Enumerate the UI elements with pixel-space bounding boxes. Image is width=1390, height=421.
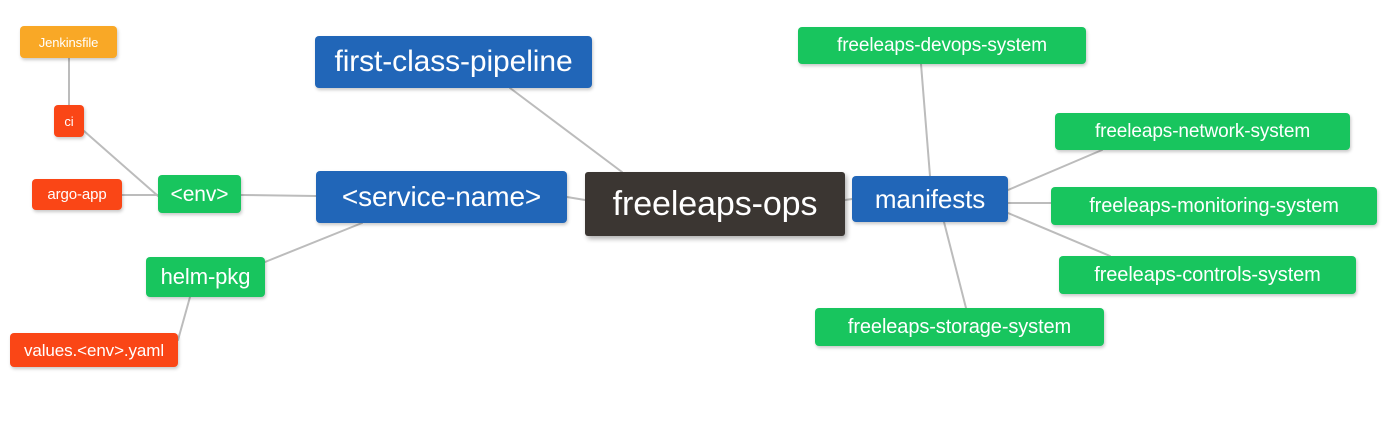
- edge-manifests-to-freeleaps-network-system: [1007, 149, 1103, 191]
- mindmap-node-freeleaps-monitoring-system[interactable]: freeleaps-monitoring-system: [1051, 187, 1377, 225]
- mindmap-node-freeleaps-controls-system[interactable]: freeleaps-controls-system: [1059, 256, 1356, 294]
- mindmap-node-env[interactable]: <env>: [158, 175, 241, 213]
- mindmap-node-label: values.<env>.yaml: [23, 340, 165, 360]
- mindmap-node-label: freeleaps-monitoring-system: [1089, 195, 1339, 217]
- mindmap-node-ci[interactable]: ci: [54, 105, 84, 137]
- mindmap-node-helm-pkg[interactable]: helm-pkg: [146, 257, 265, 297]
- mindmap-node-label: manifests: [874, 184, 986, 214]
- mindmap-node-label: freeleaps-storage-system: [847, 316, 1072, 338]
- mindmap-node-label: <env>: [170, 182, 229, 206]
- mindmap-node-label: freeleaps-devops-system: [837, 35, 1047, 56]
- mindmap-node-label: freeleaps-network-system: [1094, 121, 1311, 142]
- mindmap-node-label: freeleaps-ops: [612, 185, 818, 223]
- mindmap-node-label: ci: [64, 113, 74, 129]
- mindmap-node-freeleaps-ops[interactable]: freeleaps-ops: [585, 172, 845, 236]
- mindmap-node-freeleaps-network-system[interactable]: freeleaps-network-system: [1055, 113, 1350, 150]
- mindmap-node-values-env-yaml[interactable]: values.<env>.yaml: [10, 333, 178, 367]
- mindmap-node-service-name[interactable]: <service-name>: [316, 171, 567, 223]
- mindmap-node-first-class-pipeline[interactable]: first-class-pipeline: [315, 36, 592, 88]
- mindmap-node-label: Jenkinsfile: [38, 34, 99, 50]
- mindmap-node-freeleaps-devops-system[interactable]: freeleaps-devops-system: [798, 27, 1086, 64]
- mindmap-node-argo-app[interactable]: argo-app: [32, 179, 122, 210]
- edge-values-env-yaml-to-helm-pkg: [177, 296, 191, 341]
- edge-helm-pkg-to-service-name: [264, 222, 363, 263]
- mindmap-node-label: helm-pkg: [160, 264, 251, 289]
- edge-manifests-to-freeleaps-storage-system: [943, 221, 967, 309]
- edge-first-class-pipeline-to-freeleaps-ops: [509, 87, 623, 173]
- edge-service-name-to-freeleaps-ops: [566, 196, 586, 201]
- mindmap-node-manifests[interactable]: manifests: [852, 176, 1008, 222]
- mindmap-node-jenkinsfile[interactable]: Jenkinsfile: [20, 26, 117, 58]
- mindmap-node-label: argo-app: [47, 186, 107, 203]
- edge-env-to-service-name: [240, 194, 317, 197]
- mindmap-node-label: freeleaps-controls-system: [1094, 264, 1321, 286]
- mindmap-node-freeleaps-storage-system[interactable]: freeleaps-storage-system: [815, 308, 1104, 346]
- edge-freeleaps-ops-to-manifests: [844, 198, 853, 201]
- mindmap-node-label: <service-name>: [341, 181, 542, 212]
- edge-manifests-to-freeleaps-devops-system: [920, 63, 931, 177]
- mindmap-node-label: first-class-pipeline: [334, 45, 573, 78]
